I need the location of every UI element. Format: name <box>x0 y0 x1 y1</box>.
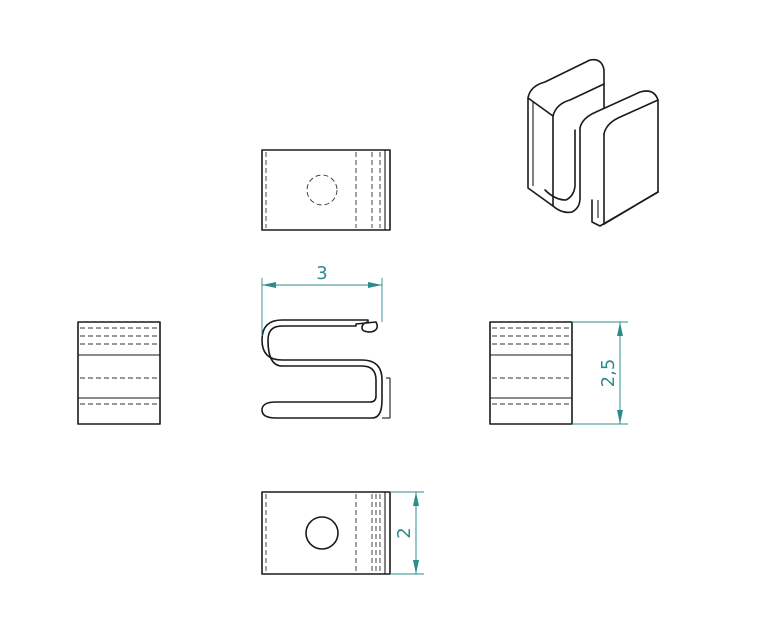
right-side-view: 2,5 <box>489 321 628 425</box>
left-side-view <box>77 321 161 425</box>
hole <box>305 516 339 550</box>
hidden-hole <box>306 174 338 206</box>
depth-dimension-label: 2 <box>394 527 415 538</box>
front-view: 3 <box>261 263 391 419</box>
width-dimension-label: 3 <box>316 263 327 284</box>
isometric-view <box>527 58 659 227</box>
bottom-view: 2 <box>261 491 424 575</box>
top-view <box>261 149 391 231</box>
height-dimension-label: 2,5 <box>598 359 619 388</box>
